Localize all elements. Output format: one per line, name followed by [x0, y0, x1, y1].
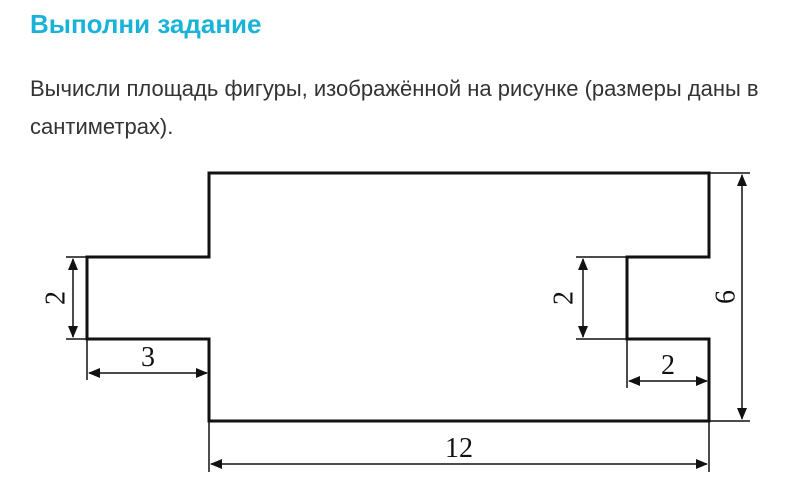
label-total-height: 6 — [710, 290, 741, 304]
dim-total-width: 12 — [208, 421, 710, 472]
shape-outline — [85, 171, 711, 423]
label-total-width: 12 — [445, 433, 473, 464]
dim-total-height: 6 — [709, 172, 750, 422]
dim-left-notch-height: 2 — [40, 256, 87, 340]
label-right-notch-height: 2 — [548, 291, 579, 305]
label-left-notch-width: 3 — [141, 342, 155, 373]
task-text: Вычисли площадь фигуры, изображённой на … — [30, 76, 759, 139]
dim-right-notch-height: 2 — [548, 256, 627, 340]
dim-right-notch-width: 2 — [626, 339, 708, 388]
label-right-notch-width: 2 — [661, 350, 675, 381]
label-left-notch-height: 2 — [40, 291, 71, 305]
dim-left-notch-width: 3 — [86, 339, 210, 380]
page-title: Выполни задание — [30, 9, 262, 39]
